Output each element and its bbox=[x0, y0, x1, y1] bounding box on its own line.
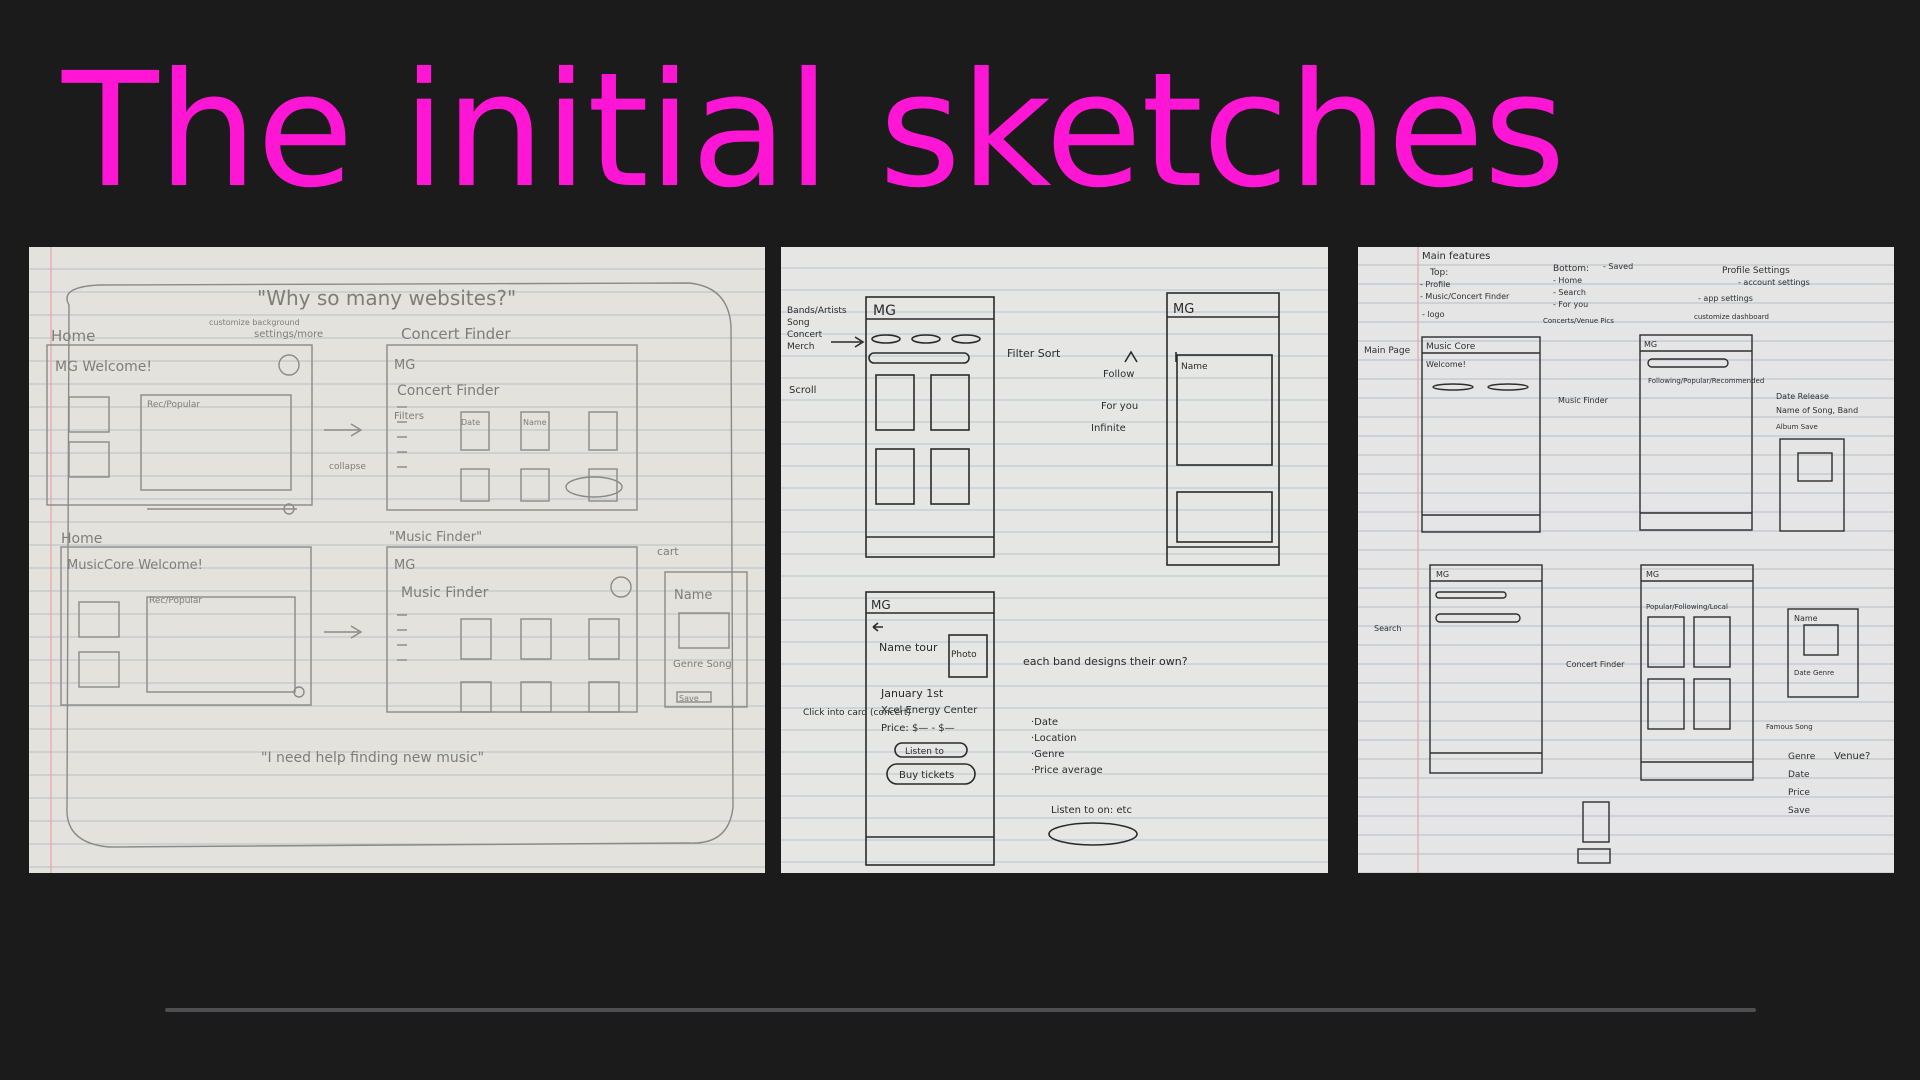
sketch2-bands: Bands/Artists bbox=[787, 306, 847, 316]
sketch1-date-label: Date bbox=[461, 418, 480, 427]
sketch3-search: - Search bbox=[1553, 288, 1586, 297]
sketch3-concert-finder: Concert Finder bbox=[1566, 660, 1625, 669]
sketch1-mg-label-2: MG bbox=[394, 558, 415, 573]
sketch1-music-finder-inner: Music Finder bbox=[401, 585, 489, 601]
sketch3-venue: Venue? bbox=[1834, 751, 1870, 762]
sketch2-buy-btn: Buy tickets bbox=[899, 770, 954, 781]
sketch1-musiccore-welcome: MusicCore Welcome! bbox=[67, 558, 203, 573]
sketch3-main-features: Main features bbox=[1422, 251, 1490, 262]
sketch2-follow: Follow bbox=[1103, 369, 1134, 380]
sketch2-listen-on: Listen to on: etc bbox=[1051, 805, 1132, 816]
sketch3-album-save: Album Save bbox=[1776, 423, 1818, 431]
sketch2-mg-right: MG bbox=[1173, 302, 1194, 317]
sketch3-music-concert: - Music/Concert Finder bbox=[1420, 292, 1510, 301]
sketch1-search-label: Rec/Popular bbox=[147, 400, 200, 410]
sketch3-name-of-song: Name of Song, Band bbox=[1776, 406, 1858, 415]
sketch1-music-finder-quote: "Music Finder" bbox=[389, 530, 482, 545]
sketch-2-drawing: Bands/Artists Song Concert Merch MG Filt… bbox=[781, 247, 1328, 873]
sketch-photo-desktop-wireframes: "Why so many websites?" customize backgr… bbox=[29, 247, 765, 873]
sketch1-collapse-label: collapse bbox=[329, 462, 366, 472]
sketch1-settings-label: settings/more bbox=[254, 329, 323, 340]
sketch1-quote-bottom: "I need help finding new music" bbox=[261, 750, 484, 766]
sketch3-app-settings: - app settings bbox=[1698, 294, 1753, 303]
sketch3-mg-2: MG bbox=[1436, 570, 1449, 579]
sketch3-date: Date bbox=[1788, 770, 1810, 780]
sketch2-venue: Xcel Energy Center bbox=[881, 705, 978, 716]
sketch2-name-right: Name bbox=[1181, 362, 1208, 372]
sketch3-saved: - Saved bbox=[1603, 262, 1633, 271]
sketch3-save: Save bbox=[1788, 806, 1811, 816]
sketch2-merch: Merch bbox=[787, 342, 814, 352]
sketch2-bullet-price: ·Price average bbox=[1031, 765, 1103, 776]
sketch1-save: Save bbox=[679, 694, 699, 703]
sketch3-profile: - Profile bbox=[1420, 280, 1450, 289]
sketch3-logo: - logo bbox=[1422, 310, 1445, 319]
sketch-1-drawing: "Why so many websites?" customize backgr… bbox=[29, 247, 765, 873]
sketch1-filters-label: Filters bbox=[394, 411, 424, 422]
sketch3-popular: Popular/Following/Local bbox=[1646, 603, 1728, 611]
sketch3-price: Price bbox=[1788, 788, 1810, 798]
sketch1-search-label-2: Rec/Popular bbox=[149, 596, 202, 606]
sketch3-date-genre: Date Genre bbox=[1794, 669, 1834, 677]
sketch3-bottom: Bottom: bbox=[1553, 264, 1589, 274]
sketch2-each-band: each band designs their own? bbox=[1023, 655, 1188, 668]
sketch2-bullet-genre: ·Genre bbox=[1031, 749, 1064, 760]
sketch3-main-page: Main Page bbox=[1364, 346, 1411, 356]
sketch3-for-you: - For you bbox=[1553, 300, 1588, 309]
sketch2-scroll: Scroll bbox=[789, 385, 816, 396]
sketch1-home-label: Home bbox=[51, 327, 95, 345]
sketch3-account-settings: - account settings bbox=[1738, 278, 1810, 287]
sketch1-cart-label: cart bbox=[657, 545, 679, 558]
sketch3-genre: Genre bbox=[1788, 752, 1816, 762]
sketch1-mg-label: MG bbox=[394, 358, 415, 373]
sketch1-concert-finder-inner: Concert Finder bbox=[397, 383, 500, 399]
sketch2-for-you: For you bbox=[1101, 401, 1138, 412]
sketch3-home: - Home bbox=[1553, 276, 1582, 285]
sketch1-concert-finder-label: Concert Finder bbox=[401, 325, 511, 343]
sketch3-following: Following/Popular/Recommended bbox=[1648, 377, 1764, 385]
sketch2-concert: Concert bbox=[787, 330, 823, 340]
sketch3-concerts: Concerts/Venue Pics bbox=[1543, 317, 1614, 325]
sketch1-welcome-label: MG Welcome! bbox=[55, 359, 152, 375]
sketch-photo-feature-notes: Main features Top: - Profile - Music/Con… bbox=[1358, 247, 1894, 873]
sketch3-music-core: Music Core bbox=[1426, 342, 1476, 352]
sketch3-date-release: Date Release bbox=[1776, 392, 1829, 401]
sketch3-top: Top: bbox=[1429, 268, 1448, 278]
slide-divider bbox=[165, 1008, 1756, 1012]
sketch3-welcome: Welcome! bbox=[1426, 360, 1466, 369]
sketch2-listen-btn: Listen to bbox=[905, 747, 944, 757]
sketch2-mg-top: MG bbox=[873, 303, 896, 319]
sketch2-infinite: Infinite bbox=[1091, 423, 1126, 434]
sketch3-customize: customize dashboard bbox=[1694, 313, 1769, 321]
sketch3-famous-song: Famous Song bbox=[1766, 723, 1813, 731]
sketch1-name-label: Name bbox=[523, 418, 547, 427]
sketch1-name-card: Name bbox=[674, 588, 712, 603]
sketch-3-drawing: Main features Top: - Profile - Music/Con… bbox=[1358, 247, 1894, 873]
sketch1-genre-song: Genre Song bbox=[673, 659, 732, 670]
sketch3-name: Name bbox=[1794, 614, 1818, 623]
sketch3-music-finder: Music Finder bbox=[1558, 396, 1609, 405]
sketch2-click-into: Click into card (concert) bbox=[803, 708, 911, 718]
sketch3-mg-3: MG bbox=[1646, 570, 1659, 579]
sketch2-bullet-date: ·Date bbox=[1031, 717, 1058, 728]
sketch2-photo: Photo bbox=[951, 650, 977, 660]
sketch2-bullet-location: ·Location bbox=[1031, 733, 1076, 744]
sketch1-home-label-2: Home bbox=[61, 531, 102, 547]
sketch2-filter-sort: Filter Sort bbox=[1007, 347, 1061, 360]
sketch3-profile-settings: Profile Settings bbox=[1722, 266, 1790, 276]
sketch3-search-label: Search bbox=[1374, 624, 1401, 633]
sketch3-mg-1: MG bbox=[1644, 340, 1657, 349]
sketch2-price: Price: $— - $— bbox=[881, 723, 955, 734]
sketch1-quote-top: "Why so many websites?" bbox=[257, 286, 516, 310]
sketch2-mg-bottom: MG bbox=[871, 598, 891, 612]
sketch1-custom-label: customize background bbox=[209, 318, 300, 327]
sketch2-song: Song bbox=[787, 318, 810, 328]
slide-title: The initial sketches bbox=[62, 39, 1566, 223]
sketch2-date: January 1st bbox=[880, 687, 944, 700]
sketch-photo-mobile-wireframes: Bands/Artists Song Concert Merch MG Filt… bbox=[781, 247, 1328, 873]
sketch2-name-tour: Name tour bbox=[879, 641, 938, 654]
